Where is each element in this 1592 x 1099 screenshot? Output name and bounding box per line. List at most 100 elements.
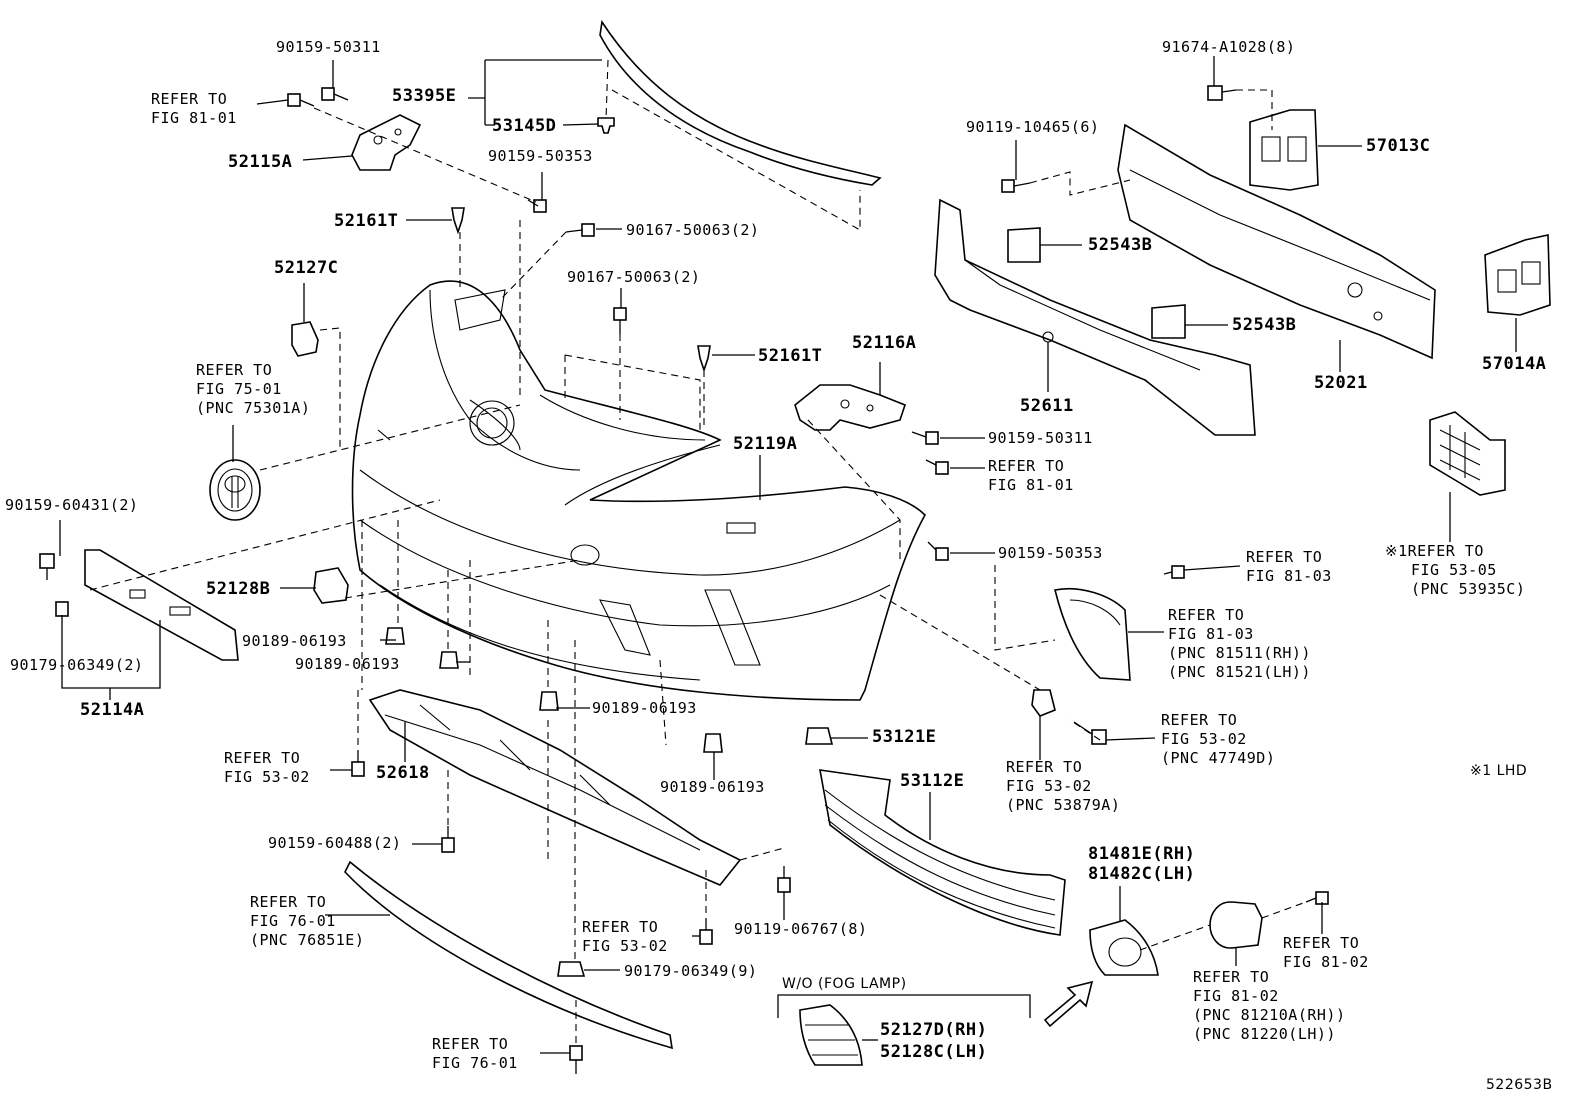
- screw-90159-50311-top-icon[interactable]: [321, 87, 349, 101]
- clip-53145d[interactable]: [597, 117, 615, 134]
- label-refer-53-02-bottom[interactable]: REFER TO FIG 53-02: [582, 918, 668, 956]
- label-refer-53-05[interactable]: ※1REFER TO FIG 53-05 (PNC 53935C): [1385, 542, 1525, 599]
- label-52114a[interactable]: 52114A: [80, 700, 145, 720]
- screw-refer-81-03-icon[interactable]: [1163, 565, 1185, 579]
- label-refer-81-03-a[interactable]: REFER TO FIG 81-03: [1246, 548, 1332, 586]
- lower-trim-76851e[interactable]: [344, 860, 673, 1050]
- bracket-57014a[interactable]: [1484, 234, 1551, 316]
- absorber-52611[interactable]: [934, 198, 1256, 436]
- clip-90189-06193-b-icon[interactable]: [439, 651, 459, 669]
- label-53112e[interactable]: 53112E: [900, 771, 965, 791]
- label-90179-06349-9[interactable]: 90179-06349(9): [624, 962, 758, 980]
- label-53121e[interactable]: 53121E: [872, 727, 937, 747]
- bezel-81511[interactable]: [1054, 587, 1131, 681]
- screw-refer-81-02-right-icon[interactable]: [1305, 891, 1329, 905]
- label-refer-81-01-mid[interactable]: REFER TO FIG 81-01: [988, 457, 1074, 495]
- label-refer-81-02-81210a[interactable]: REFER TO FIG 81-02 (PNC 81210A(RH)) (PNC…: [1193, 968, 1346, 1044]
- clip-90189-06193-a-icon[interactable]: [385, 627, 405, 645]
- label-refer-53-02-left[interactable]: REFER TO FIG 53-02: [224, 749, 310, 787]
- label-91674-a1028[interactable]: 91674-A1028(8): [1162, 38, 1296, 56]
- label-52543b-a[interactable]: 52543B: [1088, 235, 1153, 255]
- label-52128c[interactable]: 52128C(LH): [880, 1042, 988, 1062]
- label-90189-06193-b[interactable]: 90189-06193: [295, 655, 400, 673]
- label-90159-60431[interactable]: 90159-60431(2): [5, 496, 139, 514]
- pad-52543b-a[interactable]: [1007, 227, 1041, 263]
- grille-53112e[interactable]: [819, 769, 1066, 936]
- clip-90189-06193-d-icon[interactable]: [703, 733, 723, 753]
- label-52127c[interactable]: 52127C: [274, 258, 339, 278]
- screw-90119-10465-icon[interactable]: [1001, 179, 1031, 193]
- label-90159-50353-mid[interactable]: 90159-50353: [998, 544, 1103, 562]
- clip-52161t-mid-icon[interactable]: [697, 345, 711, 373]
- label-57013c[interactable]: 57013C: [1366, 136, 1431, 156]
- label-52119a[interactable]: 52119A: [733, 434, 798, 454]
- screw-91674-a1028-icon[interactable]: [1207, 85, 1237, 101]
- label-refer-75-01[interactable]: REFER TO FIG 75-01 (PNC 75301A): [196, 361, 310, 418]
- label-refer-81-03-b[interactable]: REFER TO FIG 81-03 (PNC 81511(RH)) (PNC …: [1168, 606, 1311, 682]
- fog-lamp-81210a[interactable]: [1209, 901, 1263, 949]
- label-52128b[interactable]: 52128B: [206, 579, 271, 599]
- label-90189-06193-d[interactable]: 90189-06193: [660, 778, 765, 796]
- bracket-57013c[interactable]: [1249, 109, 1319, 191]
- label-refer-53-02-53879a[interactable]: REFER TO FIG 53-02 (PNC 53879A): [1006, 758, 1120, 815]
- screw-90167-50063-a-icon[interactable]: [565, 223, 595, 237]
- emblem-75301a[interactable]: [209, 459, 261, 521]
- label-90159-50311-top[interactable]: 90159-50311: [276, 38, 381, 56]
- clip-90189-06193-c-icon[interactable]: [539, 691, 559, 711]
- label-90189-06193-c[interactable]: 90189-06193: [592, 699, 697, 717]
- label-90189-06193-a[interactable]: 90189-06193: [242, 632, 347, 650]
- label-52611[interactable]: 52611: [1020, 396, 1074, 416]
- label-90159-50311-mid[interactable]: 90159-50311: [988, 429, 1093, 447]
- fog-bezel-81481e[interactable]: [1089, 919, 1159, 976]
- nut-90179-06349-9-icon[interactable]: [557, 961, 586, 977]
- reinforcement-52021[interactable]: [1117, 123, 1436, 360]
- label-90119-10465[interactable]: 90119-10465(6): [966, 118, 1100, 136]
- bracket-52116a[interactable]: [794, 384, 906, 431]
- label-53395e[interactable]: 53395E: [392, 86, 457, 106]
- nut-53121e-icon[interactable]: [805, 727, 834, 745]
- label-57014a[interactable]: 57014A: [1482, 354, 1547, 374]
- screw-refer-76-01-bottom-icon[interactable]: [569, 1045, 583, 1074]
- label-90167-50063-a[interactable]: 90167-50063(2): [626, 221, 760, 239]
- screw-90159-50311-mid-icon[interactable]: [911, 431, 939, 445]
- screw-refer-81-01-mid-icon[interactable]: [925, 459, 949, 475]
- lower-grille-52127d[interactable]: [799, 1004, 863, 1066]
- label-52161t-top[interactable]: 52161T: [334, 211, 399, 231]
- label-52115a[interactable]: 52115A: [228, 152, 293, 172]
- duct-53935c[interactable]: [1429, 411, 1506, 496]
- label-refer-81-01-top[interactable]: REFER TO FIG 81-01: [151, 90, 237, 128]
- screw-90159-60431-icon[interactable]: [39, 553, 55, 580]
- label-90167-50063-b[interactable]: 90167-50063(2): [567, 268, 701, 286]
- cover-52127c[interactable]: [291, 321, 319, 357]
- label-refer-76-01-mid[interactable]: REFER TO FIG 76-01 (PNC 76851E): [250, 893, 364, 950]
- clip-53879a-icon[interactable]: [1031, 689, 1056, 717]
- label-81481e[interactable]: 81481E(RH): [1088, 844, 1196, 864]
- retainer-strip-53395e[interactable]: [599, 19, 882, 186]
- screw-refer-53-02-bottom-icon[interactable]: [699, 918, 713, 945]
- label-81482c[interactable]: 81482C(LH): [1088, 864, 1196, 884]
- label-52021[interactable]: 52021: [1314, 373, 1368, 393]
- bumper-cover-52119a[interactable]: [351, 280, 926, 701]
- clip-90179-06349-2-icon[interactable]: [55, 601, 69, 617]
- label-refer-81-02-right[interactable]: REFER TO FIG 81-02: [1283, 934, 1369, 972]
- label-refer-53-02-47749d[interactable]: REFER TO FIG 53-02 (PNC 47749D): [1161, 711, 1275, 768]
- label-refer-76-01-bottom[interactable]: REFER TO FIG 76-01: [432, 1035, 518, 1073]
- screw-refer-53-02-left-icon[interactable]: [351, 750, 365, 777]
- label-90119-06767[interactable]: 90119-06767(8): [734, 920, 868, 938]
- label-53145d[interactable]: 53145D: [492, 116, 557, 136]
- label-90159-60488[interactable]: 90159-60488(2): [268, 834, 402, 852]
- label-52127d[interactable]: 52127D(RH): [880, 1020, 988, 1040]
- label-90159-50353-top[interactable]: 90159-50353: [488, 147, 593, 165]
- label-90179-06349-2[interactable]: 90179-06349(2): [10, 656, 144, 674]
- screw-90159-60488-icon[interactable]: [441, 826, 455, 853]
- label-52161t-mid[interactable]: 52161T: [758, 346, 823, 366]
- screw-refer-81-01-icon[interactable]: [287, 93, 315, 107]
- screw-47749d-icon[interactable]: [1073, 721, 1107, 745]
- label-52543b-b[interactable]: 52543B: [1232, 315, 1297, 335]
- screw-90159-50353-mid-icon[interactable]: [927, 541, 949, 561]
- clip-52161t-top-icon[interactable]: [451, 207, 465, 235]
- screw-90119-06767-icon[interactable]: [777, 866, 791, 893]
- label-52116a[interactable]: 52116A: [852, 333, 917, 353]
- cover-52128b[interactable]: [313, 567, 349, 604]
- bracket-52115a[interactable]: [351, 114, 422, 171]
